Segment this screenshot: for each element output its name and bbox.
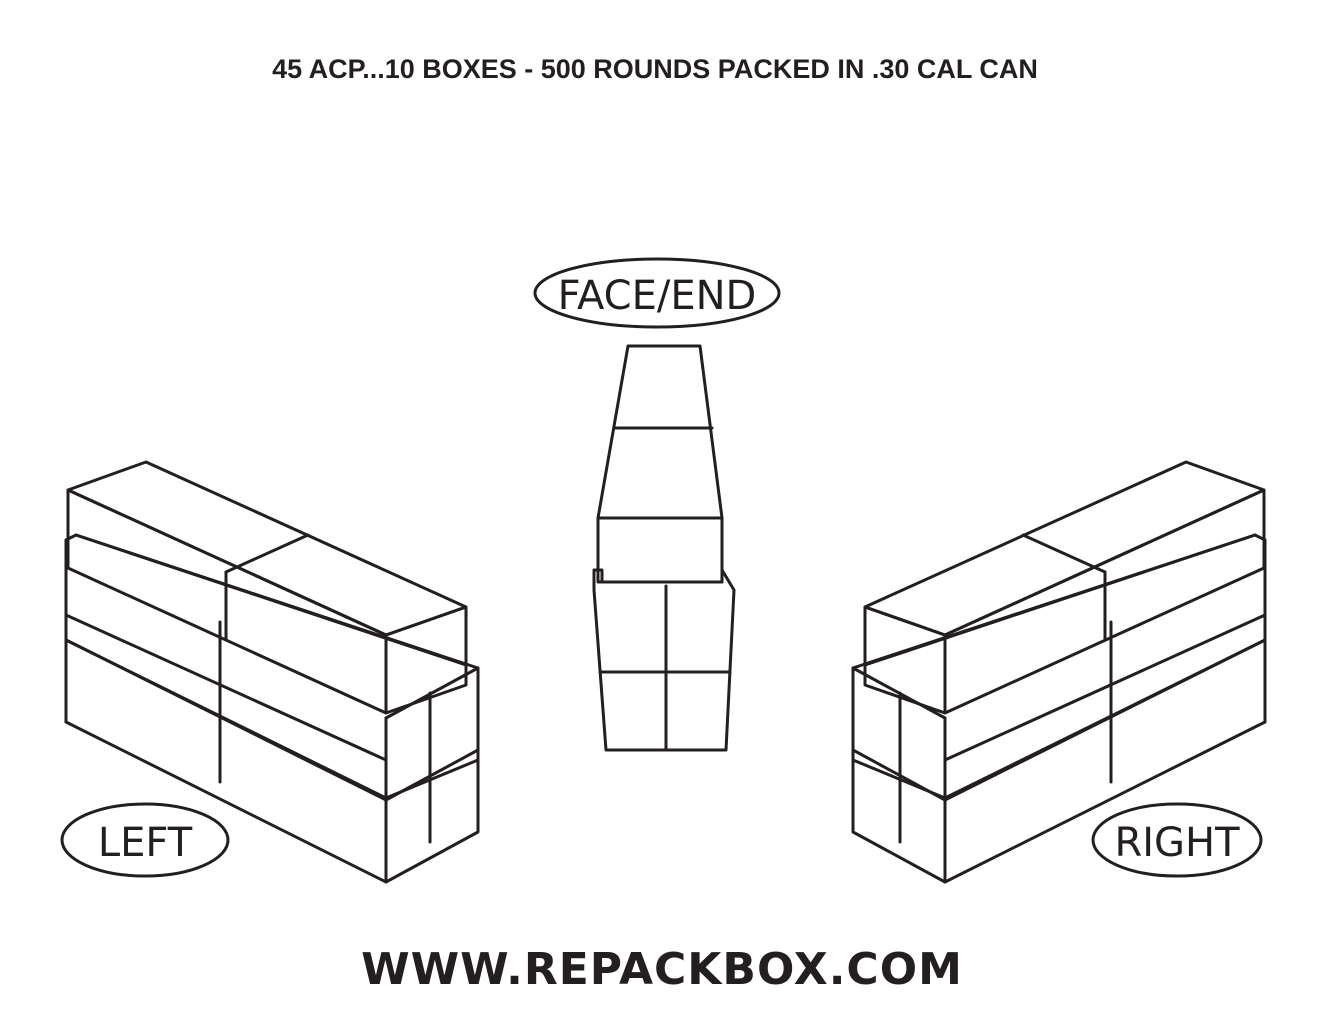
left-side-horizontal-divider bbox=[64, 613, 388, 762]
left-middle-row-top-edge bbox=[74, 533, 468, 667]
face-upper-box bbox=[596, 516, 724, 584]
right-top-row-top-face bbox=[863, 460, 1266, 637]
right-bottom-row-end-face bbox=[851, 748, 947, 884]
right-label: RIGHT bbox=[1114, 820, 1240, 866]
diagram-title: 45 ACP...10 BOXES - 500 ROUNDS PACKED IN… bbox=[272, 54, 1038, 84]
left-view-box-stack bbox=[64, 460, 480, 884]
right-middle-row-top-edge bbox=[863, 533, 1257, 667]
face-label: FACE/END bbox=[558, 273, 757, 319]
right-top-row-end-face bbox=[863, 605, 947, 715]
face-lower-stack bbox=[592, 568, 736, 752]
face-top-tapered-box bbox=[596, 344, 724, 520]
left-top-row-divider-top bbox=[224, 533, 310, 574]
face-view-box-stack bbox=[592, 344, 736, 752]
left-top-row-end-face bbox=[384, 605, 468, 715]
right-side-horizontal-divider bbox=[943, 613, 1267, 762]
face-label-oval bbox=[533, 257, 781, 329]
right-top-row-divider-top bbox=[1021, 533, 1107, 574]
right-label-oval bbox=[1091, 802, 1263, 878]
left-label-oval bbox=[60, 802, 230, 878]
left-label: LEFT bbox=[98, 820, 193, 866]
left-bottom-row-end-face bbox=[384, 748, 480, 884]
right-middle-row-outline bbox=[851, 533, 1267, 800]
left-middle-row-end-top bbox=[384, 666, 480, 720]
right-view-box-stack bbox=[851, 460, 1267, 884]
footer-url[interactable]: WWW.REPACKBOX.COM bbox=[361, 944, 963, 995]
left-middle-row-outline bbox=[64, 533, 480, 800]
left-top-row-top-face bbox=[66, 460, 468, 637]
